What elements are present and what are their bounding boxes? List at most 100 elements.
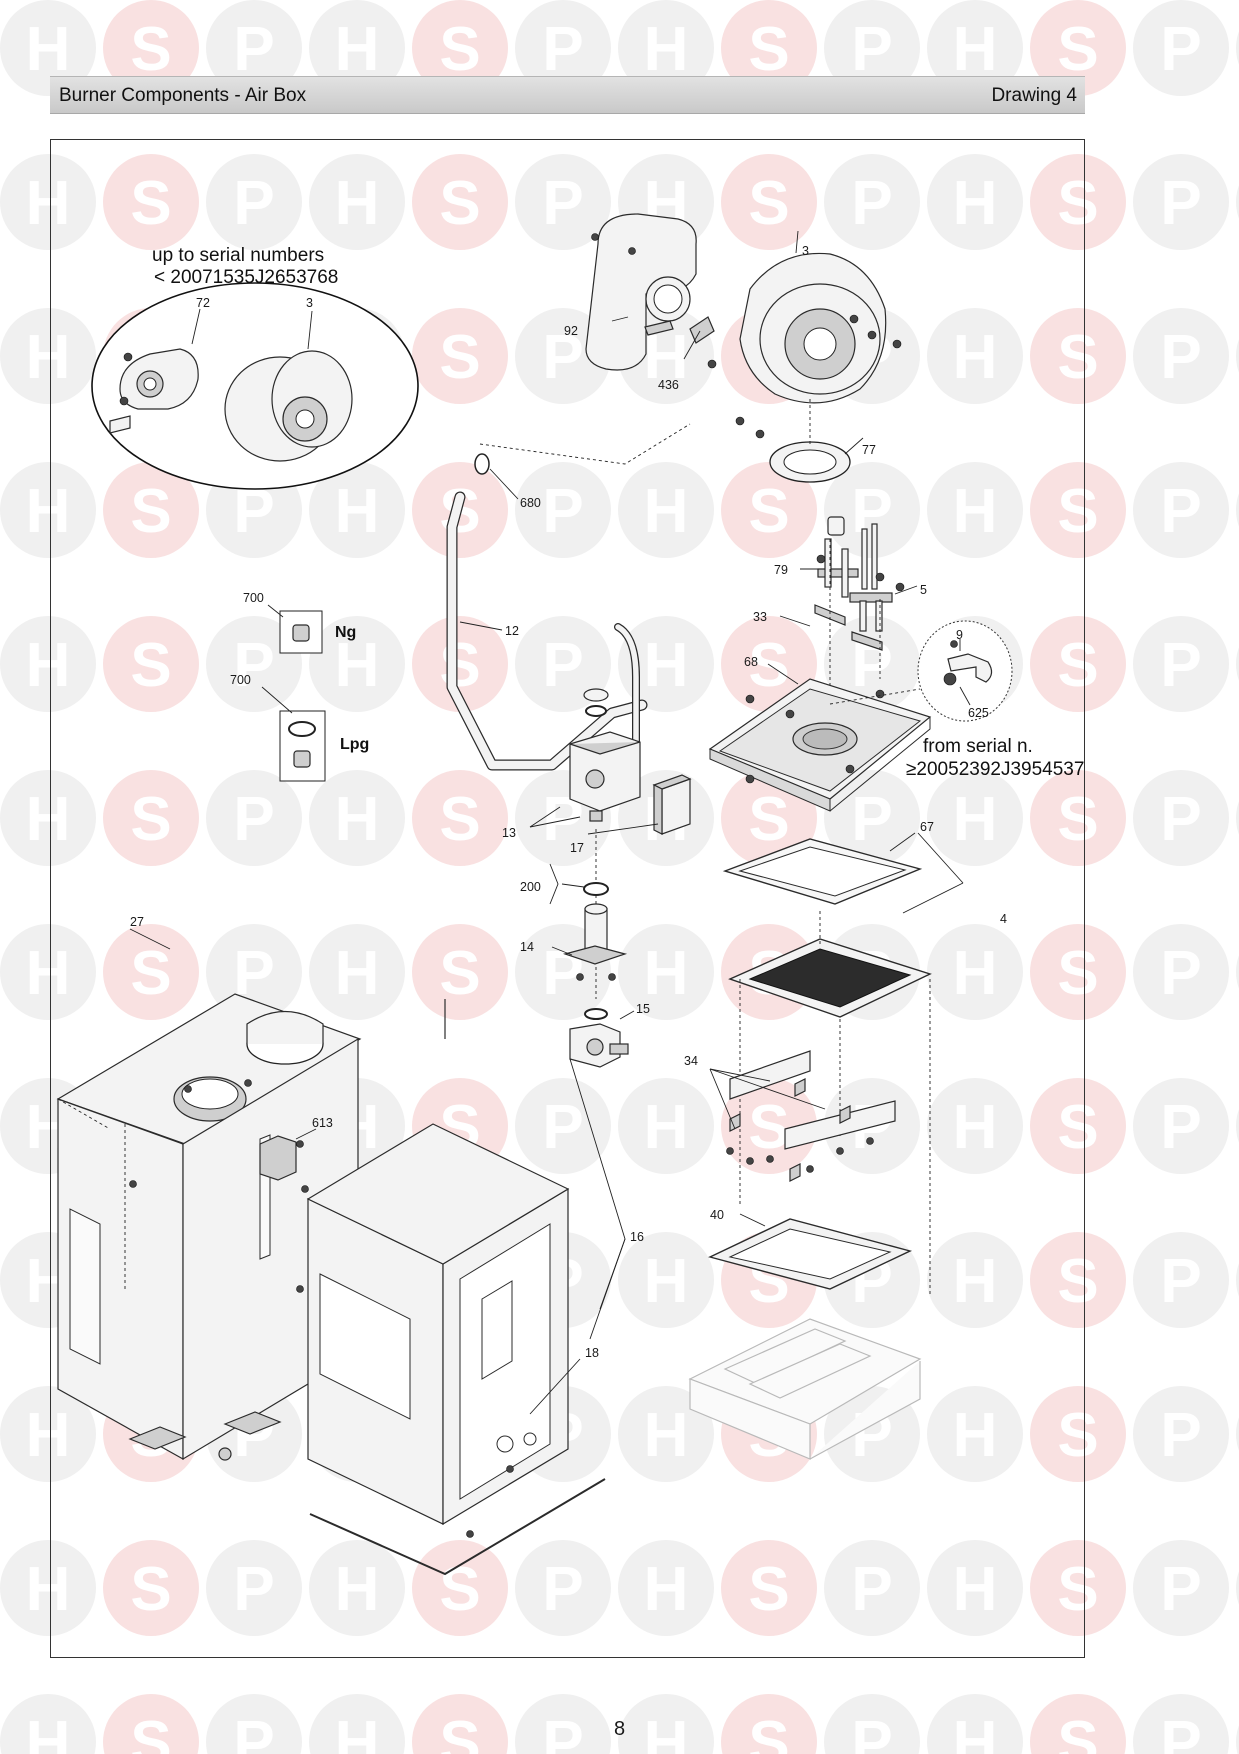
watermark-letter: H	[953, 1709, 998, 1754]
watermark-letter: P	[542, 1555, 583, 1624]
watermark-circle	[1133, 1386, 1229, 1482]
watermark-circle	[412, 924, 508, 1020]
drawing-number: Drawing 4	[991, 85, 1077, 106]
watermark-letter: P	[542, 1093, 583, 1162]
watermark-circle	[927, 462, 1023, 558]
watermark-letter: P	[542, 15, 583, 84]
watermark-circle	[1133, 308, 1229, 404]
part-label-27: 27	[130, 915, 144, 929]
watermark-circle	[309, 1694, 405, 1754]
watermark-circle	[206, 770, 302, 866]
watermark-circle	[824, 154, 920, 250]
watermark-letter: H	[335, 169, 380, 238]
watermark-letter: H	[335, 785, 380, 854]
part-label-3: 3	[802, 244, 809, 258]
watermark-letter: P	[851, 785, 892, 854]
watermark-letter: H	[644, 1555, 689, 1624]
watermark-circle	[103, 770, 199, 866]
air-inlet-elbow	[585, 213, 697, 371]
old-serial-note-line2: < 20071535J2653768	[154, 267, 338, 288]
watermark-circle	[1236, 647, 1239, 681]
part-label-34: 34	[684, 1054, 698, 1068]
watermark-circle	[1133, 154, 1229, 250]
watermark-circle	[1030, 924, 1126, 1020]
watermark-letter: S	[748, 477, 789, 546]
watermark-circle	[206, 1694, 302, 1754]
watermark-circle	[824, 1694, 920, 1754]
watermark-circle	[515, 154, 611, 250]
watermark-circle	[1030, 1078, 1126, 1174]
watermark-circle	[927, 0, 1023, 96]
watermark-circle	[0, 924, 96, 1020]
front-panel-16	[306, 999, 606, 1576]
watermark-circle	[309, 154, 405, 250]
watermark-circle	[1236, 185, 1239, 219]
watermark-circle	[618, 1078, 714, 1174]
part-label-4: 4	[1000, 912, 1007, 926]
watermark-letter: H	[953, 477, 998, 546]
watermark-letter: H	[335, 939, 380, 1008]
watermark-letter: S	[439, 631, 480, 700]
connector-613	[259, 1135, 309, 1193]
part-label-3-detail: 3	[306, 296, 313, 310]
watermark-circle	[206, 616, 302, 712]
part-label-77: 77	[862, 443, 876, 457]
watermark-circle	[0, 1694, 96, 1754]
watermark-circle	[206, 1540, 302, 1636]
watermark-circle	[1030, 462, 1126, 558]
part-label-40: 40	[710, 1208, 724, 1222]
watermark-circle	[1030, 616, 1126, 712]
watermark-letter: H	[26, 785, 71, 854]
part-label-14: 14	[520, 940, 534, 954]
watermark-circle	[309, 1540, 405, 1636]
watermark-circle	[721, 0, 817, 96]
watermark-circle	[927, 1540, 1023, 1636]
watermark-circle	[412, 1540, 508, 1636]
watermark-letter: S	[748, 785, 789, 854]
part-label-9: 9	[956, 628, 963, 642]
watermark-circle	[824, 616, 920, 712]
watermark-letter: H	[953, 169, 998, 238]
watermark-circle	[824, 1540, 920, 1636]
watermark-circle	[0, 1386, 96, 1482]
watermark-letter: S	[439, 169, 480, 238]
watermark-letter: H	[335, 1709, 380, 1754]
watermark-letter: S	[1057, 15, 1098, 84]
part-label-79: 79	[774, 563, 788, 577]
burner-pad-4	[728, 938, 932, 1018]
watermark-circle	[1030, 1386, 1126, 1482]
watermark-circle	[927, 1694, 1023, 1754]
watermark-letter: S	[130, 631, 171, 700]
watermark-letter: P	[851, 1709, 892, 1754]
watermark-letter: S	[1057, 169, 1098, 238]
watermark-circle	[721, 1078, 817, 1174]
watermark-letter: H	[26, 1555, 71, 1624]
heat-exchanger-ghost	[688, 1318, 922, 1460]
watermark-circle	[515, 1694, 611, 1754]
gas-cock-15	[569, 1008, 629, 1068]
watermark-letter: S	[748, 1555, 789, 1624]
part-label-33: 33	[753, 610, 767, 624]
watermark-circle	[618, 1694, 714, 1754]
watermark-letter: S	[1057, 1555, 1098, 1624]
watermark-circle	[1236, 1725, 1239, 1754]
watermark-circle	[206, 924, 302, 1020]
watermark-circle	[721, 616, 817, 712]
watermark-letter: P	[542, 1709, 583, 1754]
watermark-letter: S	[130, 15, 171, 84]
watermark-letter: S	[130, 477, 171, 546]
watermark-letter: H	[644, 1401, 689, 1470]
watermark-letter: S	[439, 785, 480, 854]
watermark-letter: H	[26, 477, 71, 546]
watermark-circle	[1133, 1694, 1229, 1754]
watermark-letter: S	[439, 323, 480, 392]
watermark-circle	[309, 616, 405, 712]
watermark-letter: S	[1057, 785, 1098, 854]
watermark-letter: P	[1160, 15, 1201, 84]
watermark-circle	[1030, 1232, 1126, 1328]
part-label-613: 613	[312, 1116, 333, 1130]
watermark-letter: P	[1160, 1709, 1201, 1754]
watermark-letter: H	[26, 631, 71, 700]
part-label-68: 68	[744, 655, 758, 669]
injector-set-ng	[267, 604, 323, 654]
